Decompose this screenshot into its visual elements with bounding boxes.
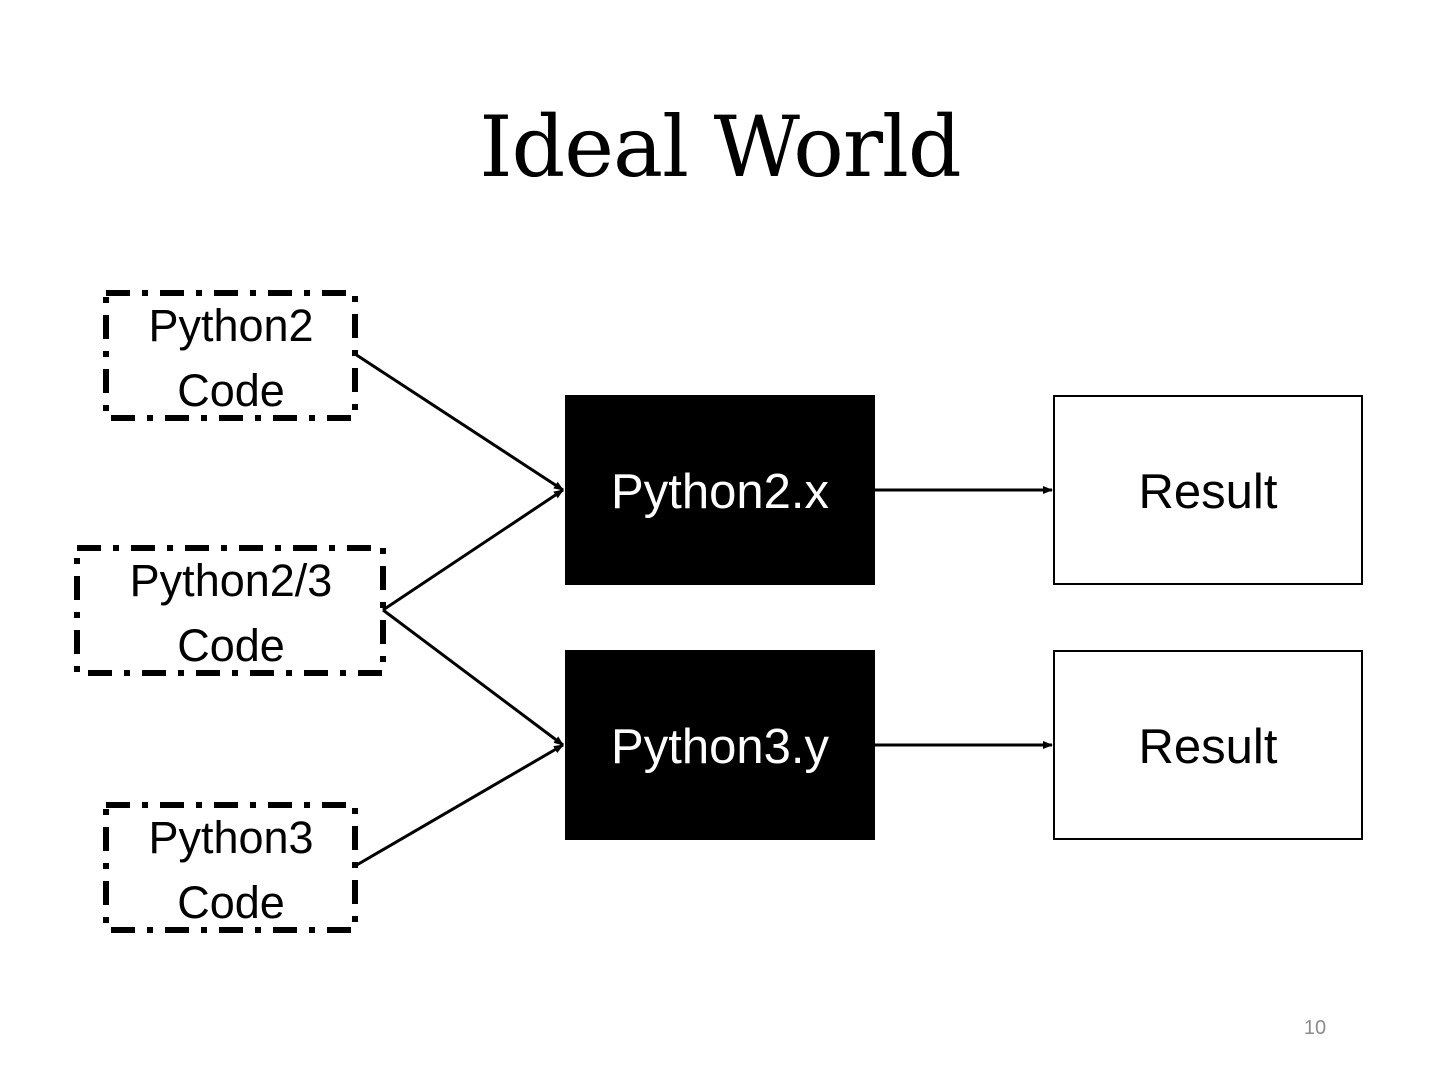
result-python2x: Result <box>1053 395 1363 585</box>
result-box <box>1053 650 1363 840</box>
source-python2-code: Python2 Code <box>103 290 358 421</box>
arrow-python3-code-to-python3y <box>354 743 564 868</box>
interpreter-python2x: Python2.x <box>565 395 875 585</box>
source-label-line1: Python2 <box>148 300 313 351</box>
source-python23-code: Python2/3 Code <box>74 545 386 676</box>
page-number: 10 <box>1303 1017 1327 1039</box>
interpreter-box <box>565 650 875 840</box>
source-label-line2: Code <box>177 620 285 671</box>
interpreter-python3y: Python3.y <box>565 650 875 840</box>
source-label-line2: Code <box>177 365 285 416</box>
arrow-python23-code-to-python2x <box>382 488 564 612</box>
source-box-border <box>103 802 358 933</box>
result-label: Result <box>1139 720 1278 774</box>
result-label: Result <box>1139 465 1278 519</box>
interpreter-box <box>565 395 875 585</box>
result-box <box>1053 395 1363 585</box>
source-label-line1: Python3 <box>148 812 313 863</box>
result-python3y: Result <box>1053 650 1363 840</box>
arrow-python23-code-to-python3y <box>382 608 564 747</box>
interpreter-label: Python3.y <box>611 720 829 774</box>
arrow-python2-code-to-python2x <box>354 352 564 492</box>
connectors <box>354 352 1053 868</box>
source-box-border <box>103 290 358 421</box>
source-label-line2: Code <box>177 877 285 928</box>
slide-title: Ideal World <box>479 98 961 196</box>
interpreter-label: Python2.x <box>611 465 829 519</box>
source-label-line1: Python2/3 <box>130 555 333 606</box>
source-python3-code: Python3 Code <box>103 802 358 933</box>
